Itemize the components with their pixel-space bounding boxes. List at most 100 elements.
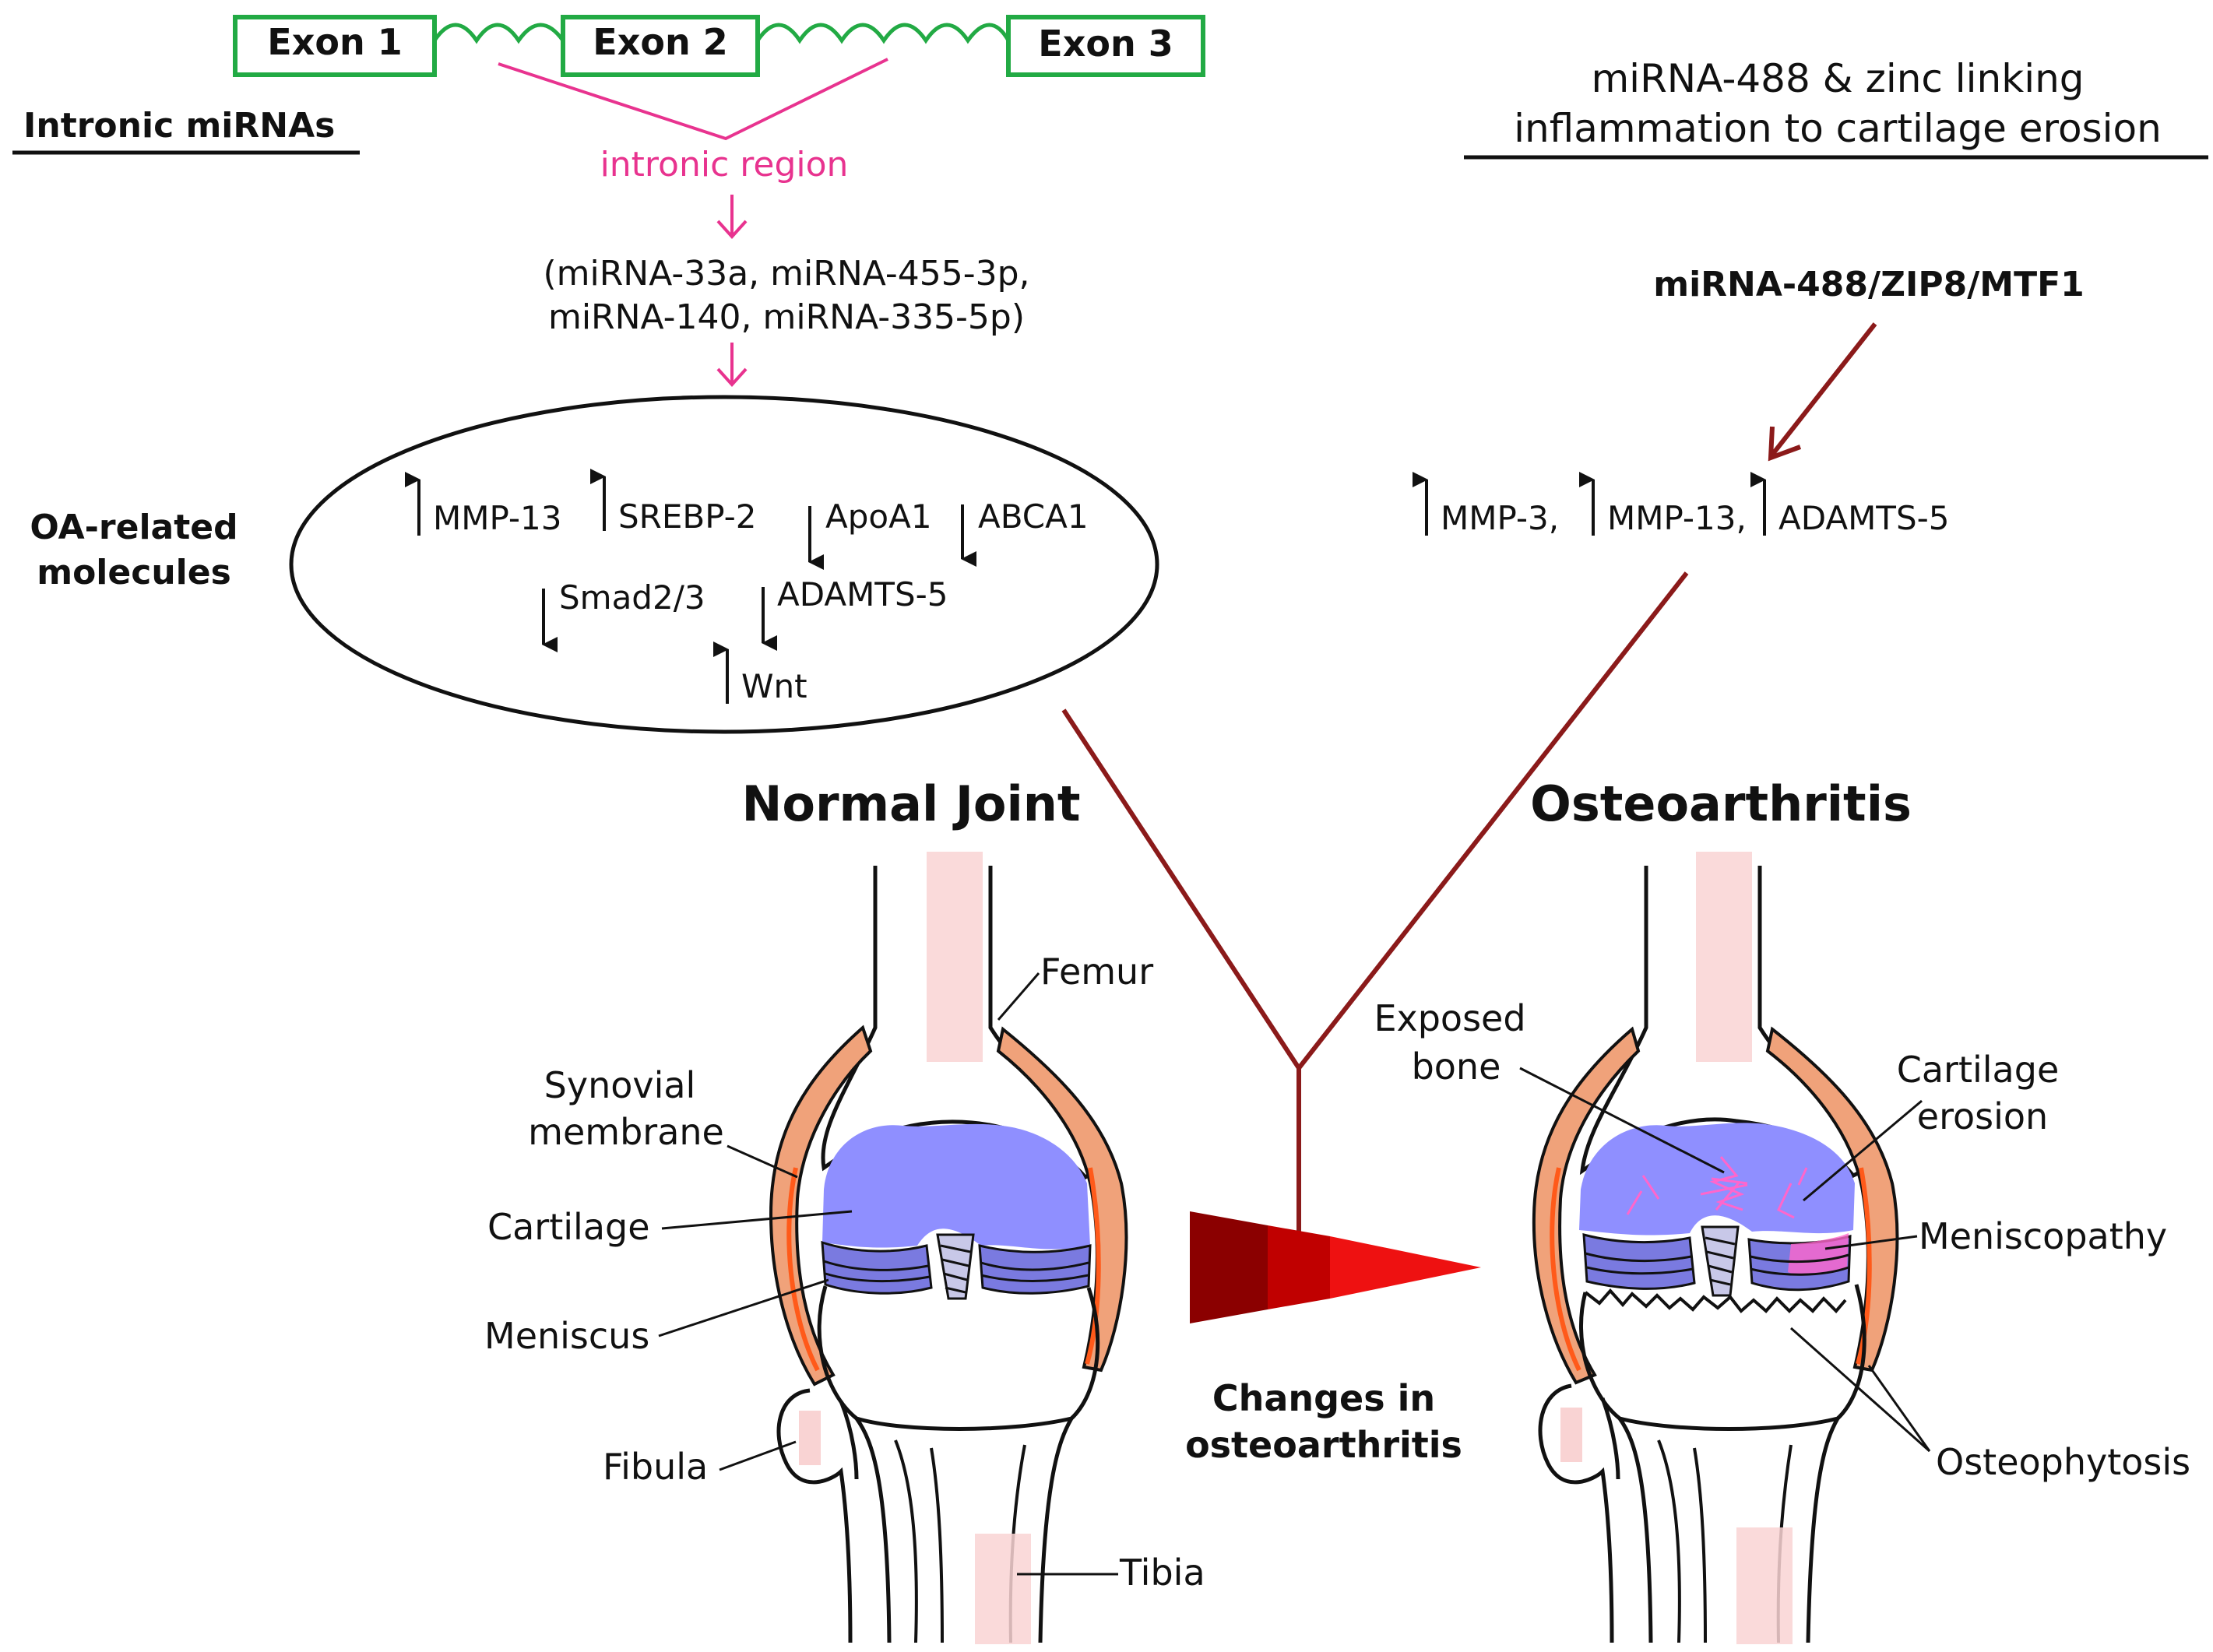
zinc-molecule-mmp13: MMP-13, (1579, 472, 1747, 537)
exon-2-box (561, 15, 760, 77)
synovial-label-line1: Synovial (544, 1064, 696, 1106)
converging-lines (1061, 571, 1689, 1233)
exon-3-box (1006, 15, 1205, 77)
osteophytosis-leader-1 (1790, 1327, 1930, 1453)
oa-cruciate-stripes (1705, 1236, 1736, 1286)
oa-meniscus-right-lines (1750, 1253, 1849, 1276)
zinc-heading-line2: inflammation to cartilage erosion (1514, 106, 2162, 151)
cartilage-leader (661, 1210, 853, 1230)
pink-arrow-2 (716, 343, 748, 387)
meniscus-leader (658, 1278, 829, 1337)
oa-femur-pink-band (1696, 852, 1752, 1062)
exon-1-label: Exon 1 (267, 21, 402, 63)
osteoarthritis-title: Osteoarthritis (1530, 775, 1912, 832)
synovium-left-edge (786, 1167, 820, 1372)
intronic-region-label: intronic region (600, 145, 849, 185)
zinc-molecule-adamts5: ADAMTS-5 (1750, 472, 1950, 537)
oa-related-label-line2: molecules (37, 553, 231, 592)
oa-tibia-pink-band (1736, 1527, 1793, 1644)
oa-molecule-smad23: Smad2/3 (542, 578, 705, 652)
meniscopathy-label: Meniscopathy (1919, 1215, 2167, 1257)
oa-meniscopathy-lesion (1788, 1233, 1849, 1276)
osteophytosis-leader-2 (1867, 1365, 1931, 1452)
oa-molecules-ellipse (289, 395, 1159, 734)
cruciate-ligament-stripes (940, 1244, 971, 1294)
cartilage-erosion-label-line2: erosion (1917, 1095, 2048, 1137)
synovium-right (996, 1026, 1128, 1373)
synovial-leader (727, 1144, 798, 1179)
splice-line (498, 58, 888, 141)
exon-gene-structure: Exon 1 Exon 2 Exon 3 (233, 15, 1205, 141)
oa-molecule-smad23-label: Smad2/3 (559, 578, 705, 617)
fibula-pink-band (799, 1411, 821, 1465)
zinc-heading-line1: miRNA-488 & zinc linking (1591, 56, 2084, 101)
zinc-axis-label: miRNA-488/ZIP8/MTF1 (1653, 265, 2085, 304)
exposed-bone-label-line2: bone (1412, 1046, 1501, 1088)
fibula-label: Fibula (603, 1446, 708, 1488)
oa-molecule-apoa1-label: ApoA1 (825, 497, 932, 536)
tibia-pink-band (975, 1534, 1031, 1644)
oa-tibia-outline (1579, 1284, 1866, 1643)
oa-molecule-wnt: Wnt (713, 641, 807, 705)
zinc-molecule-adamts5-label: ADAMTS-5 (1778, 499, 1950, 537)
oa-molecule-mmp13-label: MMP-13 (433, 499, 561, 537)
meniscus-right-lines (980, 1261, 1089, 1282)
zinc-molecule-mmp3-label: MMP-3, (1441, 499, 1559, 537)
oa-joint-illustration (1532, 852, 1899, 1644)
oa-molecule-apoa1: ApoA1 (808, 497, 932, 570)
oa-molecule-srebp2: SREBP-2 (590, 469, 756, 536)
cartilage-erosion-label-line1: Cartilage (1897, 1049, 2060, 1091)
normal-joint-illustration (769, 852, 1128, 1644)
meniscus-label: Meniscus (484, 1315, 649, 1357)
cartilage-erosion-leader (1803, 1099, 1923, 1202)
tibia-label: Tibia (1119, 1552, 1205, 1594)
oa-molecule-mmp13: MMP-13 (405, 472, 561, 537)
intron-loops-2 (755, 23, 1011, 44)
osteophytosis-label: Osteophytosis (1936, 1441, 2190, 1483)
meniscopathy-leader (1824, 1235, 1918, 1250)
oa-synovium-left (1532, 1026, 1641, 1385)
cartilage-label: Cartilage (487, 1206, 650, 1248)
femur-label: Femur (1040, 951, 1153, 993)
changes-wedge (1190, 1211, 1481, 1323)
oa-related-label-line1: OA-related (30, 508, 237, 547)
zinc-molecule-mmp13-label: MMP-13, (1607, 499, 1747, 537)
zinc-molecule-mmp3: MMP-3, (1413, 472, 1559, 537)
oa-molecule-adamts5-label: ADAMTS-5 (777, 575, 948, 613)
oa-fibula-pink-band (1560, 1408, 1582, 1462)
pink-arrow-1 (716, 195, 748, 239)
oa-molecule-srebp2-label: SREBP-2 (618, 497, 756, 536)
exon-3-label: Exon 3 (1038, 23, 1173, 65)
femur-pink-band (927, 852, 983, 1062)
changes-label-line1: Changes in (1212, 1377, 1435, 1419)
fibula-outline (776, 1388, 859, 1643)
oa-osteophyte-edge (1584, 1288, 1847, 1313)
exon-1-box (233, 15, 437, 77)
fibula-leader (719, 1440, 797, 1471)
normal-joint-title: Normal Joint (741, 775, 1080, 832)
cartilage-layer (822, 1123, 1090, 1250)
exposed-bone-label-line1: Exposed (1374, 997, 1525, 1039)
oa-meniscus-left-lines (1585, 1252, 1694, 1275)
exon-2-label: Exon 2 (593, 21, 727, 63)
changes-label-line2: osteoarthritis (1185, 1424, 1462, 1466)
mirna-list-line1: (miRNA-33a, miRNA-455-3p, (543, 254, 1029, 293)
oa-molecule-abca1-label: ABCA1 (978, 497, 1089, 536)
oa-molecule-adamts5: ADAMTS-5 (762, 575, 948, 651)
oa-fibula-outline (1538, 1383, 1620, 1643)
meniscus-left-lines (823, 1260, 931, 1283)
zinc-axis-arrow (1768, 322, 1877, 462)
femur-leader (997, 972, 1040, 1021)
tibia-outline (817, 1285, 1100, 1643)
oa-molecule-abca1: ABCA1 (961, 497, 1089, 567)
oa-molecule-wnt-label: Wnt (741, 667, 807, 705)
intronic-mirnas-heading: Intronic miRNAs (23, 106, 335, 146)
oa-exposed-bone-lesion (1626, 1156, 1808, 1219)
oa-synovium-left-edge (1550, 1167, 1581, 1372)
exposed-bone-leader (1519, 1067, 1725, 1174)
mirna-list-line2: miRNA-140, miRNA-335-5p) (548, 297, 1025, 337)
intron-loops-1 (432, 23, 565, 44)
synovial-label-line2: membrane (528, 1111, 724, 1153)
synovium-right-edge (1085, 1167, 1101, 1365)
